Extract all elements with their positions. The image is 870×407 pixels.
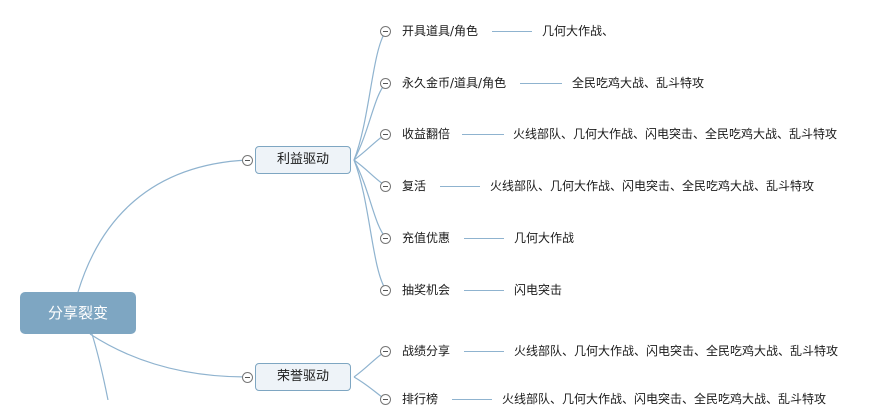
branch-node-2[interactable]: 荣誉驱动 xyxy=(255,363,351,391)
leaf-label[interactable]: 复活 xyxy=(402,179,427,193)
leaf-connector-dash xyxy=(440,186,480,187)
leaf-connector-dash xyxy=(464,290,504,291)
leaf-label[interactable]: 排行榜 xyxy=(402,392,439,406)
leaf-label[interactable]: 充值优惠 xyxy=(402,231,451,245)
leaf-detail: 火线部队、几何大作战、闪电突击、全民吃鸡大战、乱斗特攻 xyxy=(502,392,827,406)
collapse-toggle-leaf[interactable] xyxy=(380,285,391,296)
leaf-detail: 火线部队、几何大作战、闪电突击、全民吃鸡大战、乱斗特攻 xyxy=(513,127,838,141)
branch-node-1[interactable]: 利益驱动 xyxy=(255,146,351,174)
collapse-toggle-branch-1[interactable] xyxy=(242,155,253,166)
leaf-connector-dash xyxy=(464,351,504,352)
collapse-toggle-leaf[interactable] xyxy=(380,129,391,140)
leaf-detail: 几何大作战、 xyxy=(542,24,615,38)
leaf-label[interactable]: 战绩分享 xyxy=(402,344,451,358)
leaf-detail: 火线部队、几何大作战、闪电突击、全民吃鸡大战、乱斗特攻 xyxy=(490,179,815,193)
connector-root-branch-2 xyxy=(89,333,248,378)
connector-b1-leaf-6 xyxy=(353,159,387,291)
leaf-detail: 火线部队、几何大作战、闪电突击、全民吃鸡大战、乱斗特攻 xyxy=(514,344,839,358)
connector-b1-leaf-1 xyxy=(353,30,387,161)
leaf-connector-dash xyxy=(462,134,504,135)
leaf-detail: 全民吃鸡大战、乱斗特攻 xyxy=(572,76,705,90)
leaf-label[interactable]: 收益翻倍 xyxy=(402,127,451,141)
leaf-connector-dash xyxy=(492,31,532,32)
leaf-detail: 闪电突击 xyxy=(514,283,563,297)
leaf-label[interactable]: 抽奖机会 xyxy=(402,283,451,297)
collapse-toggle-leaf[interactable] xyxy=(380,181,391,192)
collapse-toggle-leaf[interactable] xyxy=(380,78,391,89)
leaf-label[interactable]: 永久金币/道具/角色 xyxy=(402,76,507,90)
leaf-connector-dash xyxy=(464,238,504,239)
collapse-toggle-leaf[interactable] xyxy=(380,233,391,244)
collapse-toggle-leaf[interactable] xyxy=(380,346,391,357)
leaf-detail: 几何大作战 xyxy=(514,231,575,245)
connector-root-down xyxy=(91,333,109,400)
collapse-toggle-branch-2[interactable] xyxy=(242,372,253,383)
leaf-connector-dash xyxy=(520,83,562,84)
connector-root-branch-1 xyxy=(77,159,248,293)
collapse-toggle-leaf[interactable] xyxy=(380,26,391,37)
leaf-label[interactable]: 开具道具/角色 xyxy=(402,24,479,38)
root-node[interactable]: 分享裂变 xyxy=(20,292,136,334)
